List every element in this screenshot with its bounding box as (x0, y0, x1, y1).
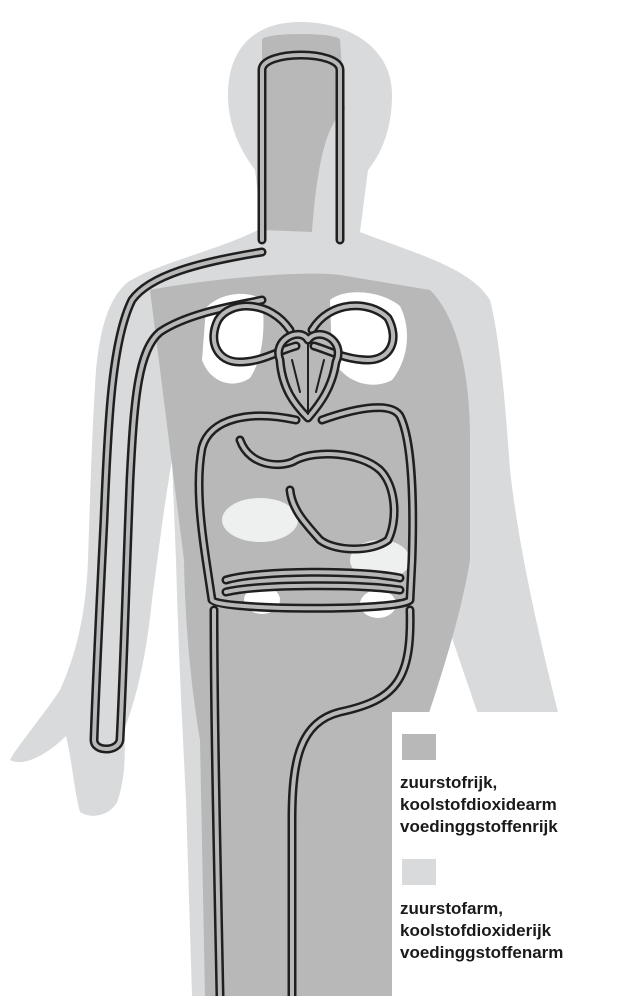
legend-swatch-oxygen-rich (402, 734, 436, 760)
abdomen-light-left (222, 498, 298, 542)
legend: zuurstofrijk, koolstofdioxidearm voeding… (392, 712, 634, 996)
legend-rich-line-3: voedinggstoffenrijk (400, 816, 632, 838)
legend-poor-line-2: koolstofdioxiderijk (400, 920, 632, 942)
legend-poor-line-3: voedinggstoffenarm (400, 942, 632, 964)
oxygen-rich-region-leg (200, 740, 420, 996)
legend-poor-line-1: zuurstofarm, (400, 898, 632, 920)
legend-label-oxygen-rich: zuurstofrijk, koolstofdioxidearm voeding… (400, 772, 632, 838)
legend-label-oxygen-poor: zuurstofarm, koolstofdioxiderijk voeding… (400, 898, 632, 964)
legend-rich-line-1: zuurstofrijk, (400, 772, 632, 794)
legend-rich-line-2: koolstofdioxidearm (400, 794, 632, 816)
legend-swatch-oxygen-poor (402, 859, 436, 885)
